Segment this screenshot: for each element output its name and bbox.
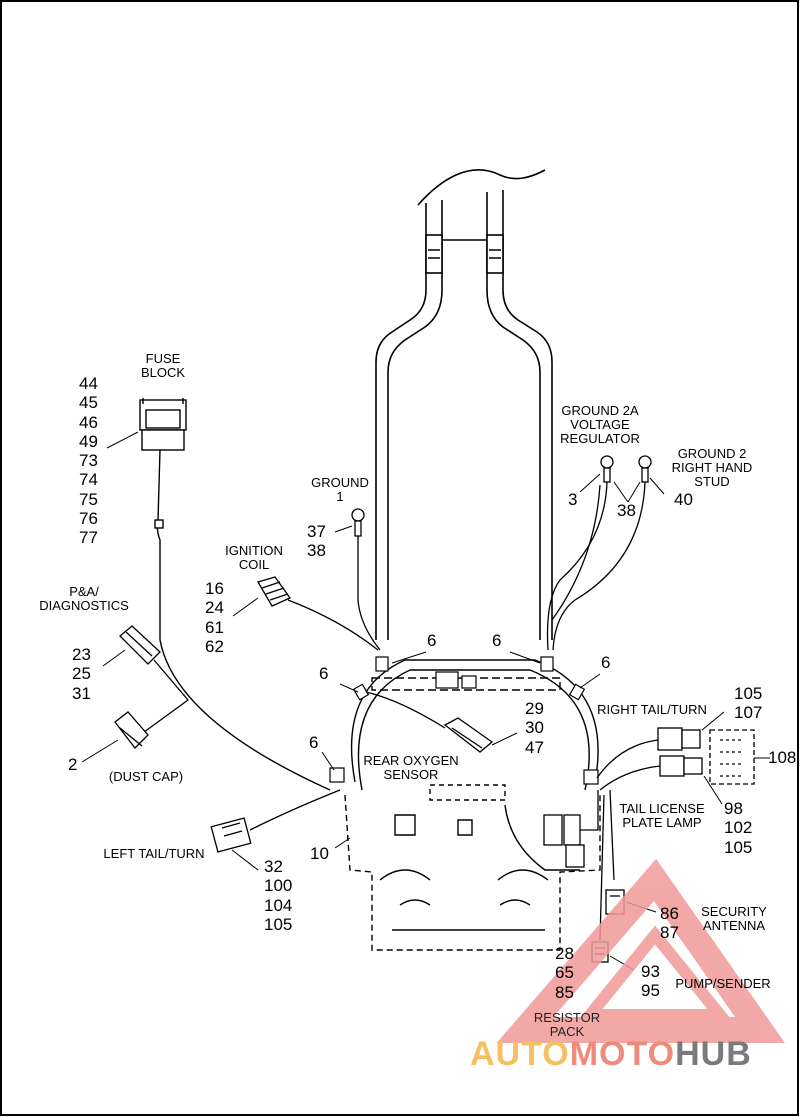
rear-frame xyxy=(344,659,601,951)
callout-clip-right: 6 xyxy=(601,653,611,672)
watermark-logo: AUTOMOTOHUB xyxy=(470,1035,752,1073)
leader-fuse-block xyxy=(106,431,139,449)
ignition-coil-connector xyxy=(257,576,379,651)
callout-resistor-pack: 28 65 85 xyxy=(555,944,574,1002)
left-tail-turn-connector xyxy=(210,789,341,853)
callout-fuse-block: 44 45 46 49 73 74 75 76 77 xyxy=(79,374,98,548)
label-dust-cap: (DUST CAP) xyxy=(108,769,184,784)
callout-clip-top-left: 6 xyxy=(427,631,437,650)
callout-tail-license: 98 102 105 xyxy=(724,799,753,857)
label-ground1: GROUND 1 xyxy=(311,475,369,504)
label-right-tail-turn: RIGHT TAIL/TURN xyxy=(597,702,707,717)
callout-security-antenna: 86 87 xyxy=(660,904,679,943)
leader-ground1 xyxy=(334,525,353,533)
main-harness-trunk xyxy=(375,169,553,640)
leader-ignition-coil xyxy=(232,597,259,617)
label-rear-oxygen-sensor: REAR OXYGEN SENSOR xyxy=(363,753,459,782)
leader-left-tail-turn xyxy=(231,849,259,871)
callout-ground2a: 3 xyxy=(568,490,578,509)
callout-ground-shared: 38 xyxy=(617,501,636,520)
label-left-tail-turn: LEFT TAIL/TURN xyxy=(103,846,205,861)
callout-pa-diagnostics: 23 25 31 xyxy=(72,645,91,703)
leader-dust-cap xyxy=(81,739,119,763)
tail-license-connector xyxy=(543,789,615,941)
callout-left-tail-turn: 32 100 104 105 xyxy=(264,857,293,934)
leaders-right xyxy=(701,711,770,805)
label-pa-diagnostics: P&A/ DIAGNOSTICS xyxy=(39,584,129,613)
right-tail-turn-connector xyxy=(596,727,755,791)
callout-clip-lower-left: 6 xyxy=(309,733,319,752)
callout-connector-108: 108 xyxy=(768,748,797,767)
leaders-ground2 xyxy=(579,473,665,503)
label-ignition-coil: IGNITION COIL xyxy=(225,543,283,572)
callout-ignition-coil: 16 24 61 62 xyxy=(205,579,224,656)
label-security-antenna: SECURITY ANTENNA xyxy=(701,904,767,933)
label-pump-sender: PUMP/SENDER xyxy=(675,976,771,991)
label-tail-license-plate-lamp: TAIL LICENSE PLATE LAMP xyxy=(619,801,705,830)
label-resistor-pack: RESISTOR PACK xyxy=(533,1010,601,1039)
callout-clip-top-right: 6 xyxy=(492,631,502,650)
leader-harness-10 xyxy=(334,837,351,849)
pa-diagnostics-connector xyxy=(114,625,189,749)
callout-dust-cap: 2 xyxy=(68,755,78,774)
callout-clip-left: 6 xyxy=(319,664,329,683)
leaders-clips xyxy=(321,651,601,771)
fuse-block-connector xyxy=(139,398,331,791)
callout-rear-oxygen: 29 30 47 xyxy=(525,699,544,757)
callout-ground2: 40 xyxy=(674,490,693,509)
label-ground2a: GROUND 2A VOLTAGE REGULATOR xyxy=(560,403,640,446)
callout-harness-10: 10 xyxy=(310,844,329,863)
callout-pump-sender: 93 95 xyxy=(641,962,660,1001)
label-ground2: GROUND 2 RIGHT HAND STUD xyxy=(671,446,753,489)
leader-pa-diagnostics xyxy=(102,649,126,667)
ground1-terminal xyxy=(351,508,381,651)
ground2-terminals xyxy=(546,455,652,651)
harness-clips xyxy=(329,656,599,785)
leader-rear-oxygen xyxy=(491,732,518,746)
rear-oxygen-sensor-connector xyxy=(365,691,494,753)
callout-ground1: 37 38 xyxy=(307,522,326,561)
label-fuse-block: FUSE BLOCK xyxy=(140,351,186,380)
callout-right-tail-turn: 105 107 xyxy=(734,684,763,723)
watermark-triangle xyxy=(496,858,785,1043)
